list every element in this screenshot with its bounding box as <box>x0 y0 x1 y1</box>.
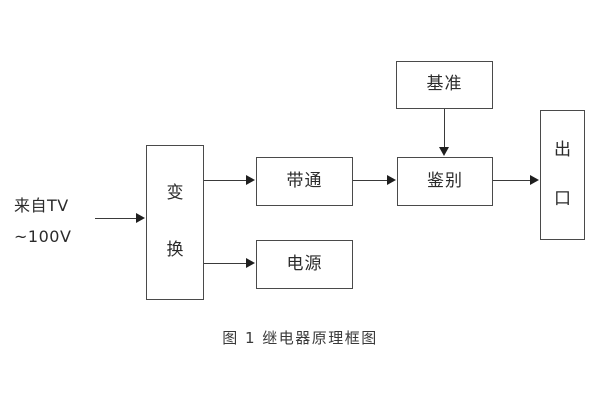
figure-caption: 图 1 继电器原理框图 <box>222 329 378 347</box>
input-source-line1: 来自TV <box>14 196 69 215</box>
block-convert-char1: 变 <box>166 182 184 203</box>
arrowhead-convert-to-power <box>246 258 255 268</box>
arrowhead-reference-to-discriminate <box>439 147 449 156</box>
block-convert[interactable]: 变 换 <box>146 145 204 300</box>
connector-convert-to-bandpass <box>204 180 247 181</box>
arrowhead-input-to-convert <box>136 213 145 223</box>
input-source-line2: ~100V <box>14 227 72 246</box>
block-bandpass[interactable]: 带通 <box>256 157 353 206</box>
input-source-label: 来自TV ~100V <box>14 198 98 245</box>
block-discriminate[interactable]: 鉴别 <box>397 157 493 206</box>
block-output-char2: 口 <box>554 188 571 209</box>
connector-input-to-convert <box>95 218 137 219</box>
arrowhead-discriminate-to-output <box>530 175 539 185</box>
connector-convert-to-power <box>204 263 247 264</box>
block-reference[interactable]: 基准 <box>396 61 493 109</box>
block-convert-char2: 换 <box>166 240 184 261</box>
block-power-supply[interactable]: 电源 <box>256 240 353 289</box>
block-output-char1: 出 <box>554 139 571 160</box>
connector-bandpass-to-discriminate <box>353 180 388 181</box>
block-output[interactable]: 出 口 <box>540 110 585 240</box>
arrowhead-bandpass-to-discriminate <box>387 175 396 185</box>
connector-reference-to-discriminate <box>444 109 445 149</box>
arrowhead-convert-to-bandpass <box>246 175 255 185</box>
connector-discriminate-to-output <box>493 180 531 181</box>
